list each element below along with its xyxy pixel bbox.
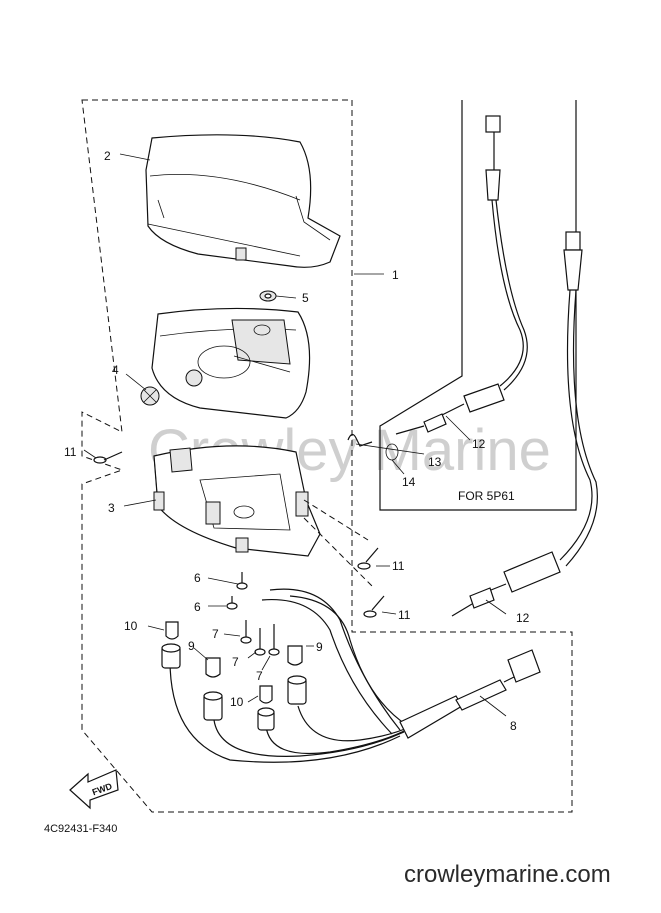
socket-right xyxy=(287,675,307,705)
inset-label: FOR 5P61 xyxy=(458,489,515,503)
socket-left xyxy=(161,643,181,669)
website-text: crowleymarine.com xyxy=(404,861,611,888)
fwd-arrow-icon: FWD xyxy=(69,769,119,810)
callout-7-c: 7 xyxy=(256,669,263,683)
callout-13: 13 xyxy=(428,455,442,469)
callout-7-b: 7 xyxy=(232,655,239,669)
callout-3: 3 xyxy=(108,501,115,515)
callout-11-left: 11 xyxy=(64,445,77,459)
speedometer-cable-inset xyxy=(395,115,528,435)
callout-7-a: 7 xyxy=(212,627,219,641)
rubber-cap xyxy=(140,386,160,406)
callout-1: 1 xyxy=(392,268,399,282)
callout-12-inset: 12 xyxy=(472,437,486,451)
meter-cover xyxy=(145,134,341,268)
diagram-code: 4C92431-F340 xyxy=(44,823,117,835)
meter-case xyxy=(153,445,321,557)
screw-guide-lines xyxy=(303,499,373,587)
callout-11-lower: 11 xyxy=(398,608,411,622)
callout-12-main: 12 xyxy=(516,611,530,625)
bulb-9-left xyxy=(205,657,221,678)
callout-5: 5 xyxy=(302,291,309,305)
socket-mid xyxy=(257,707,275,731)
screw-11-right-upper xyxy=(357,547,379,570)
callout-6-lower: 6 xyxy=(194,600,201,614)
callout-6-upper: 6 xyxy=(194,571,201,585)
bulb-9-right xyxy=(287,645,303,666)
screw-7-c xyxy=(268,624,280,656)
callout-9-right: 9 xyxy=(316,640,323,654)
grommet xyxy=(259,290,277,302)
screw-6-lower xyxy=(226,596,238,610)
callout-9-left: 9 xyxy=(188,639,195,653)
bulb-10-upper xyxy=(165,621,179,640)
screw-6-upper xyxy=(236,572,248,590)
leader-lines xyxy=(83,153,507,717)
callout-11-upper: 11 xyxy=(392,559,405,573)
wire-harness xyxy=(169,588,541,763)
speedometer-cable-main xyxy=(451,231,598,617)
callout-4: 4 xyxy=(112,363,119,377)
bulb-10-lower xyxy=(259,685,273,704)
callout-2: 2 xyxy=(104,149,111,163)
screw-11-right-lower xyxy=(363,595,385,618)
callout-8: 8 xyxy=(510,719,517,733)
callout-10-upper: 10 xyxy=(124,619,138,633)
assembly-boundary xyxy=(81,99,573,813)
callout-10-lower: 10 xyxy=(230,695,244,709)
callout-14: 14 xyxy=(402,475,416,489)
screw-7-a xyxy=(240,620,252,644)
screw-11-left xyxy=(93,451,123,464)
socket-mid-left xyxy=(203,691,223,721)
meter-unit xyxy=(151,307,311,419)
spring-clip-13 xyxy=(347,433,373,447)
screw-7-b xyxy=(254,628,266,656)
